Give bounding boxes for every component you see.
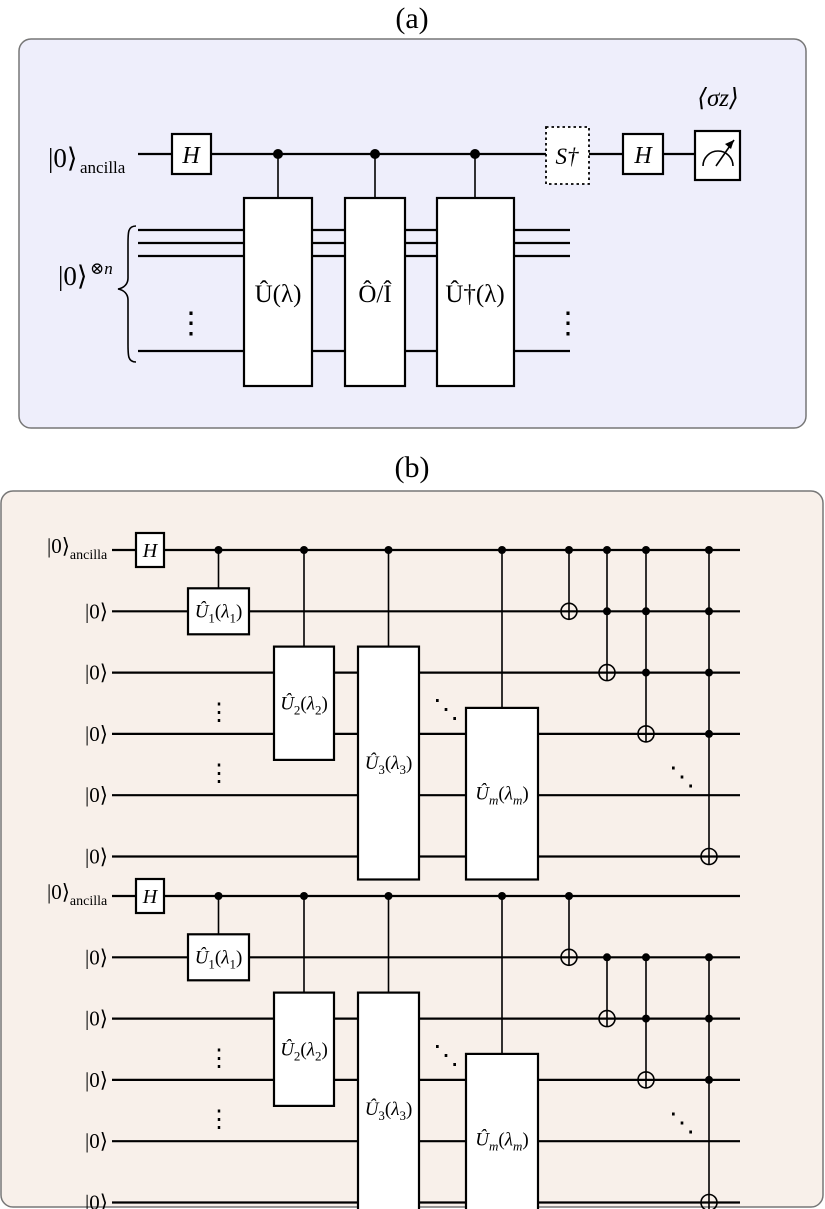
- panel-a-controls: [273, 149, 480, 198]
- unitary-gate: [356, 991, 421, 1209]
- cnot-control-dot: [705, 1075, 713, 1084]
- qubit-label: |0⟩: [85, 1007, 108, 1031]
- unitary-gate: [464, 1052, 540, 1209]
- cnot-control-dot: [705, 729, 713, 738]
- qubit-label: |0⟩: [85, 1068, 108, 1092]
- vdots: ⋮: [207, 700, 231, 726]
- panel-a-gate-u-dagger-label: Û†(λ): [445, 280, 504, 308]
- cnot-control-dot: [642, 953, 650, 962]
- ancilla-label: |0⟩ancilla: [47, 880, 108, 909]
- ddots: ⋱: [669, 1108, 695, 1137]
- panel-a-ancilla-ket: |0⟩: [48, 143, 77, 173]
- cnot-control-dot: [642, 1014, 650, 1023]
- cnot-control-dot: [642, 668, 650, 677]
- panel-a-gate-u-label: Û(λ): [255, 280, 302, 308]
- panel-a-final-hadamard-label: H: [633, 143, 653, 169]
- panel-a-measurement-meter: [693, 129, 742, 182]
- panel-a-register-superscript: ⊗n: [90, 259, 113, 278]
- unitary-gate-label: Û1(λ1): [195, 946, 243, 971]
- meter-arc-icon: [702, 150, 734, 167]
- cnot-control-dot: [705, 607, 713, 616]
- unitary-gate: [356, 645, 421, 881]
- unitary-gate-label: Û3(λ3): [365, 1098, 413, 1123]
- control-dot: [498, 892, 506, 900]
- unitary-gate-label: Û1(λ1): [195, 600, 243, 625]
- control-dot: [214, 892, 223, 900]
- panel-a-s-dagger-label: S†: [556, 144, 580, 169]
- unitary-gate-label: Û2(λ2): [280, 1038, 328, 1063]
- unitary-gate: [186, 587, 251, 636]
- panel-a-vdots-right: ⋮: [553, 307, 583, 340]
- control-dot: [300, 892, 308, 900]
- cnot-control-dot: [642, 607, 650, 616]
- panel-a-final-hadamard-gate: [621, 132, 665, 176]
- vdots: ⋮: [207, 1107, 231, 1133]
- ancilla-label: |0⟩ancilla: [47, 534, 108, 563]
- cnot-control-dot: [642, 546, 650, 554]
- cnot-control-dot: [705, 953, 713, 962]
- cnot-control-dot: [705, 546, 713, 554]
- control-dot: [384, 546, 393, 554]
- panel-a-gate-o: [343, 196, 407, 388]
- vdots: ⋮: [207, 761, 231, 787]
- unitary-gate: [186, 933, 251, 982]
- qubit-label: |0⟩: [85, 722, 108, 746]
- qubit-label: |0⟩: [85, 661, 108, 685]
- control-dot: [498, 546, 506, 554]
- cnot-control-dot: [565, 546, 573, 554]
- cnot-control-dot: [603, 607, 611, 616]
- hadamard-label: H: [142, 540, 159, 562]
- qubit-label: |0⟩: [85, 845, 108, 869]
- ddots: ⋱: [433, 695, 459, 724]
- cnot-control-dot: [603, 546, 611, 554]
- qubit-label: |0⟩: [85, 1191, 108, 1209]
- unitary-gate: [272, 645, 336, 761]
- ddots: ⋱: [669, 762, 695, 791]
- unitary-gate: [464, 706, 540, 881]
- panel-a-frame: [18, 38, 807, 429]
- cnot-control-dot: [603, 953, 611, 962]
- panel-a-register-ket: |0⟩: [58, 261, 87, 291]
- hadamard-gate: [134, 877, 166, 915]
- cnot-control-dot: [705, 1014, 713, 1023]
- hadamard-label: H: [142, 886, 159, 908]
- ddots: ⋱: [433, 1041, 459, 1070]
- panel-a-label: (a): [395, 2, 428, 35]
- unitary-gate: [272, 991, 336, 1107]
- unitary-gate-label: Ûm(λm): [475, 1129, 528, 1154]
- panel-a-gate-u-dagger: [435, 196, 516, 388]
- panel-a-gate-u: [242, 196, 314, 388]
- panel-b-circuit-top: |0⟩ancilla |0⟩ |0⟩ |0⟩ |0⟩ |0⟩ ⋮ ⋮ ⋱ ⋱ H Û1(λ1) Û2(λ…: [47, 531, 740, 881]
- panel-a-hadamard-gate: [170, 132, 213, 176]
- panel-a-gate-o-label: Ô/Î: [358, 280, 392, 308]
- panel-a-register-brace: [117, 225, 137, 363]
- meter-needle-tip-icon: [725, 140, 734, 149]
- qubit-label: |0⟩: [85, 1129, 108, 1153]
- unitary-gate-label: Û3(λ3): [365, 752, 413, 777]
- panel-a-hadamard-label: H: [181, 143, 201, 169]
- unitary-gate-label: Û2(λ2): [280, 692, 328, 717]
- control-dot: [384, 892, 393, 900]
- cnot-control-dot: [705, 668, 713, 677]
- panel-b-circuit-bottom: |0⟩ancilla |0⟩ |0⟩ |0⟩ |0⟩ |0⟩ ⋮ ⋮ ⋱ ⋱ H Û1(λ1) Û2(λ…: [47, 877, 740, 1209]
- unitary-gate-label: Ûm(λm): [475, 783, 528, 808]
- qubit-label: |0⟩: [85, 945, 108, 969]
- hadamard-gate: [134, 531, 166, 569]
- panel-a-observable-label: ⟨σz⟩: [697, 85, 739, 112]
- control-dot: [300, 546, 308, 554]
- panel-a-s-dagger-gate: [545, 126, 590, 185]
- vdots: ⋮: [207, 1046, 231, 1072]
- cnot-control-dot: [565, 892, 573, 900]
- panel-a-vdots-left: ⋮: [176, 307, 206, 340]
- qubit-label: |0⟩: [85, 783, 108, 807]
- qubit-label: |0⟩: [85, 599, 108, 623]
- panel-a-ancilla-subscript: ancilla: [80, 158, 126, 177]
- control-dot: [214, 546, 223, 554]
- panel-b-label: (b): [395, 451, 430, 484]
